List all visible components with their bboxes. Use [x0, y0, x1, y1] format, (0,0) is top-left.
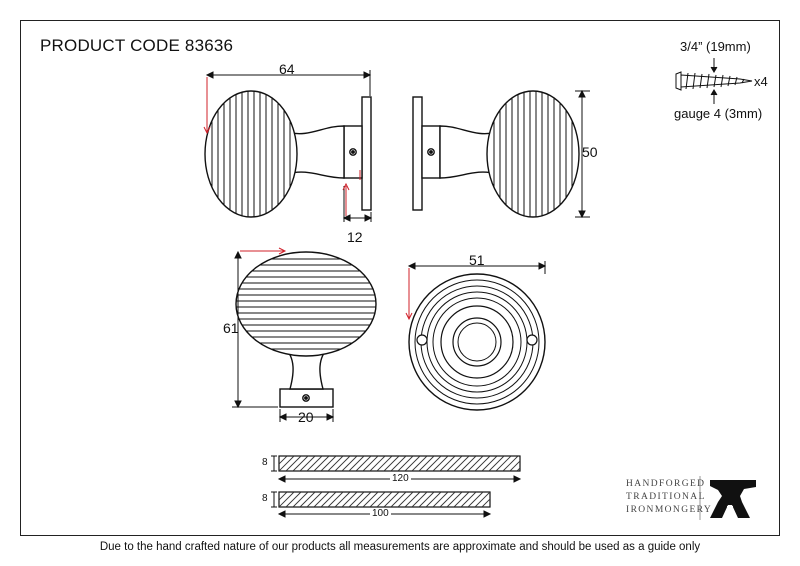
spindle-bar-short	[278, 491, 491, 508]
dimension-side-height: 50	[582, 144, 598, 160]
accent-callouts	[203, 77, 413, 321]
knob-side-view-right	[412, 90, 580, 218]
dimension-backplate-depth: 12	[347, 229, 363, 245]
screw-quantity-label: x4	[754, 74, 768, 89]
brand-line-2: TRADITIONAL	[626, 492, 706, 502]
dimension-front-height: 61	[223, 320, 239, 336]
brand-line-1: HANDFORGED	[626, 479, 706, 489]
screw-length-label: 3/4” (19mm)	[680, 39, 751, 54]
drawing-frame	[20, 20, 780, 536]
brand-line-3: IRONMONGERY	[626, 505, 713, 515]
footer-disclaimer: Due to the hand crafted nature of our pr…	[99, 541, 701, 553]
dimension-neck-width: 20	[298, 409, 314, 425]
dimension-lines	[205, 70, 590, 518]
dimension-side-width: 64	[279, 61, 295, 77]
bar-long-thickness: 8	[262, 457, 268, 468]
rose-plate-view	[408, 273, 546, 411]
product-code-title: PRODUCT CODE 83636	[40, 36, 234, 55]
spindle-bar-long	[278, 455, 521, 472]
screw-gauge-label: gauge 4 (3mm)	[674, 106, 763, 121]
dimension-rose-diameter: 51	[469, 252, 485, 268]
bar-short-length: 100	[370, 508, 391, 519]
knob-front-view	[235, 251, 377, 408]
bar-long-length: 120	[390, 473, 411, 484]
screw-icon	[675, 58, 753, 104]
anvil-logo-icon	[710, 480, 756, 518]
bar-short-thickness: 8	[262, 493, 268, 504]
